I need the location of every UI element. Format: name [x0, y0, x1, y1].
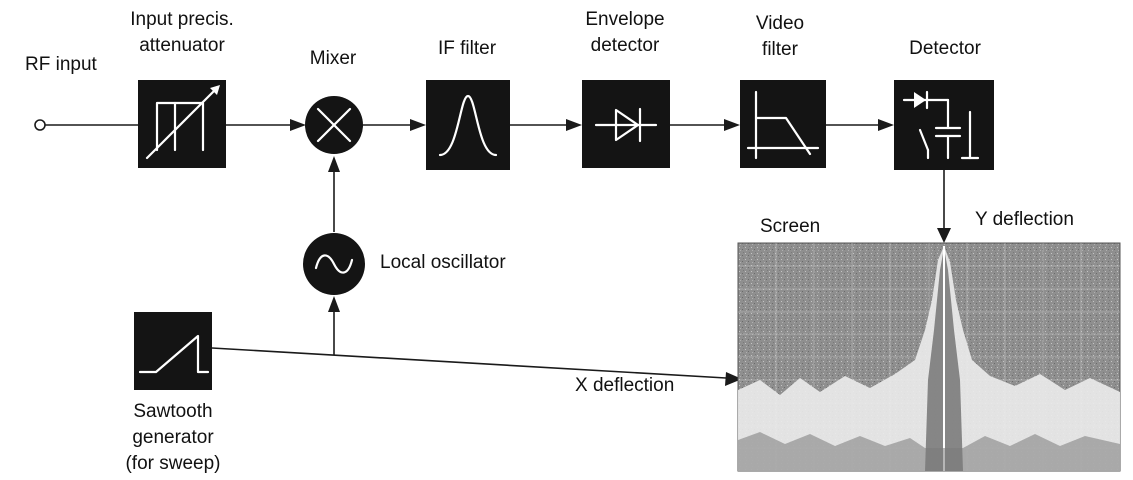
arrow-into-video-filter	[724, 119, 740, 131]
video-filter-label-line2: filter	[762, 39, 799, 60]
mixer-block	[305, 96, 363, 154]
local-oscillator-label: Local oscillator	[380, 252, 506, 273]
arrow-into-mixer	[290, 119, 306, 131]
sawtooth-wave-icon	[138, 334, 210, 374]
noise-floor-band	[738, 246, 1120, 471]
local-oscillator-block	[303, 233, 365, 295]
signal-path	[34, 119, 951, 386]
wire-sawtooth-out	[211, 347, 727, 379]
envelope-detector-label-line2: detector	[591, 35, 660, 56]
arrow-oscillator-into-mixer	[328, 156, 340, 172]
screen-display	[737, 242, 1121, 472]
rf-input-label: RF input	[25, 54, 98, 75]
rf-input-terminal	[34, 119, 46, 131]
mixer-cross-icon	[316, 107, 352, 143]
envelope-detector-label-line1: Envelope	[585, 9, 664, 30]
screen-label: Screen	[760, 216, 820, 237]
lowpass-icon	[746, 90, 820, 160]
video-filter-label-line1: Video	[756, 13, 804, 34]
y-deflection-label: Y deflection	[975, 209, 1074, 230]
arrow-into-if-filter	[410, 119, 426, 131]
arrow-x-deflection	[725, 372, 742, 386]
attenuator-label-line2: attenuator	[139, 35, 225, 56]
mixer-label: Mixer	[310, 48, 357, 69]
sawtooth-generator-label-line2: generator	[132, 427, 214, 448]
arrow-into-detector	[878, 119, 894, 131]
video-filter-block	[740, 80, 826, 168]
peak-detector-icon	[902, 90, 980, 160]
attenuator-label-line1: Input precis.	[130, 9, 234, 30]
if-filter-block	[426, 80, 510, 170]
attenuator-icon	[145, 85, 220, 160]
sawtooth-generator-label-line3: (for sweep)	[125, 453, 220, 474]
sine-wave-icon	[314, 254, 354, 274]
bandpass-curve-icon	[438, 94, 498, 157]
diode-icon	[594, 107, 658, 143]
arrow-y-deflection	[937, 228, 951, 243]
sawtooth-generator-block	[134, 312, 212, 390]
attenuator-block	[138, 80, 226, 168]
detector-label: Detector	[909, 38, 981, 59]
noise-floor-dark-band	[738, 432, 1120, 471]
sawtooth-generator-label-line1: Sawtooth	[133, 401, 212, 422]
detector-block	[894, 80, 994, 170]
if-filter-label: IF filter	[438, 38, 497, 59]
envelope-detector-block	[582, 80, 670, 168]
arrow-into-envelope-detector	[566, 119, 582, 131]
x-deflection-label: X deflection	[575, 375, 674, 396]
arrow-sweep-into-oscillator	[328, 296, 340, 312]
